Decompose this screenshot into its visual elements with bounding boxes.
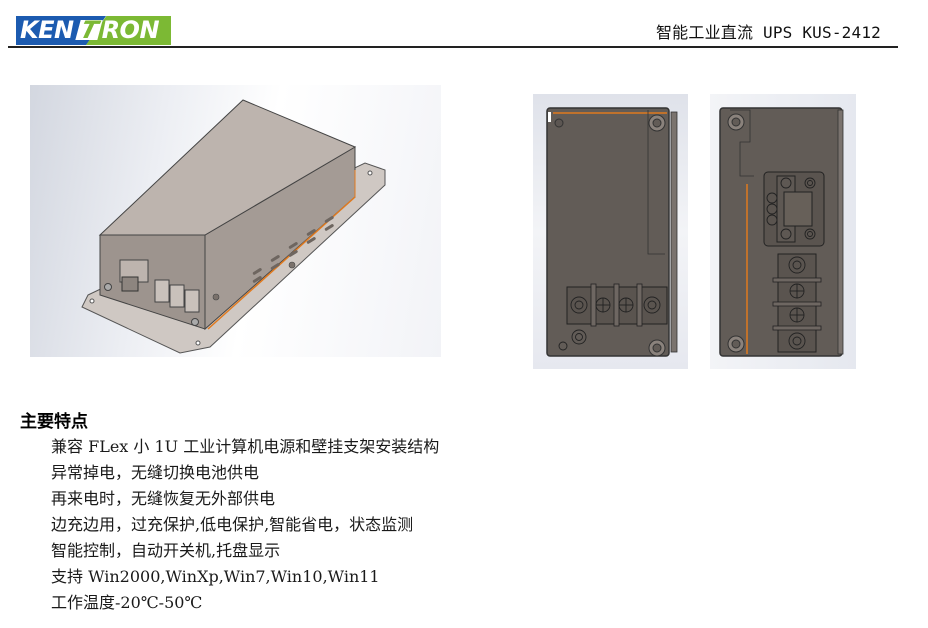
feature-item: 边充边用，过充保护,低电保护,智能省电，状态监测 [51, 515, 414, 534]
ups-rear-panel-icon [719, 107, 844, 357]
feature-item: 智能控制，自动开关机,托盘显示 [51, 541, 281, 560]
feature-item: 支持 Win2000,WinXp,Win7,Win10,Win11 [51, 567, 380, 586]
feature-item: 再来电时，无缝恢复无外部供电 [51, 489, 276, 508]
features-list: 兼容 FLex 小 1U 工业计算机电源和壁挂支架安装结构 异常掉电，无缝切换电… [51, 434, 439, 616]
front-panel-image [533, 94, 688, 369]
rear-panel-image [710, 94, 856, 369]
features-heading: 主要特点 [20, 412, 88, 432]
feature-item: 工作温度-20℃-50℃ [51, 593, 203, 612]
document-title: 智能工业直流 UPS KUS-2412 [655, 23, 881, 42]
isometric-view-image [30, 85, 441, 357]
ups-front-panel-icon [546, 107, 678, 357]
header-divider [8, 46, 898, 48]
feature-item: 兼容 FLex 小 1U 工业计算机电源和壁挂支架安装结构 [51, 437, 440, 456]
feature-item: 异常掉电，无缝切换电池供电 [51, 463, 260, 482]
ups-isometric-icon [81, 99, 386, 354]
